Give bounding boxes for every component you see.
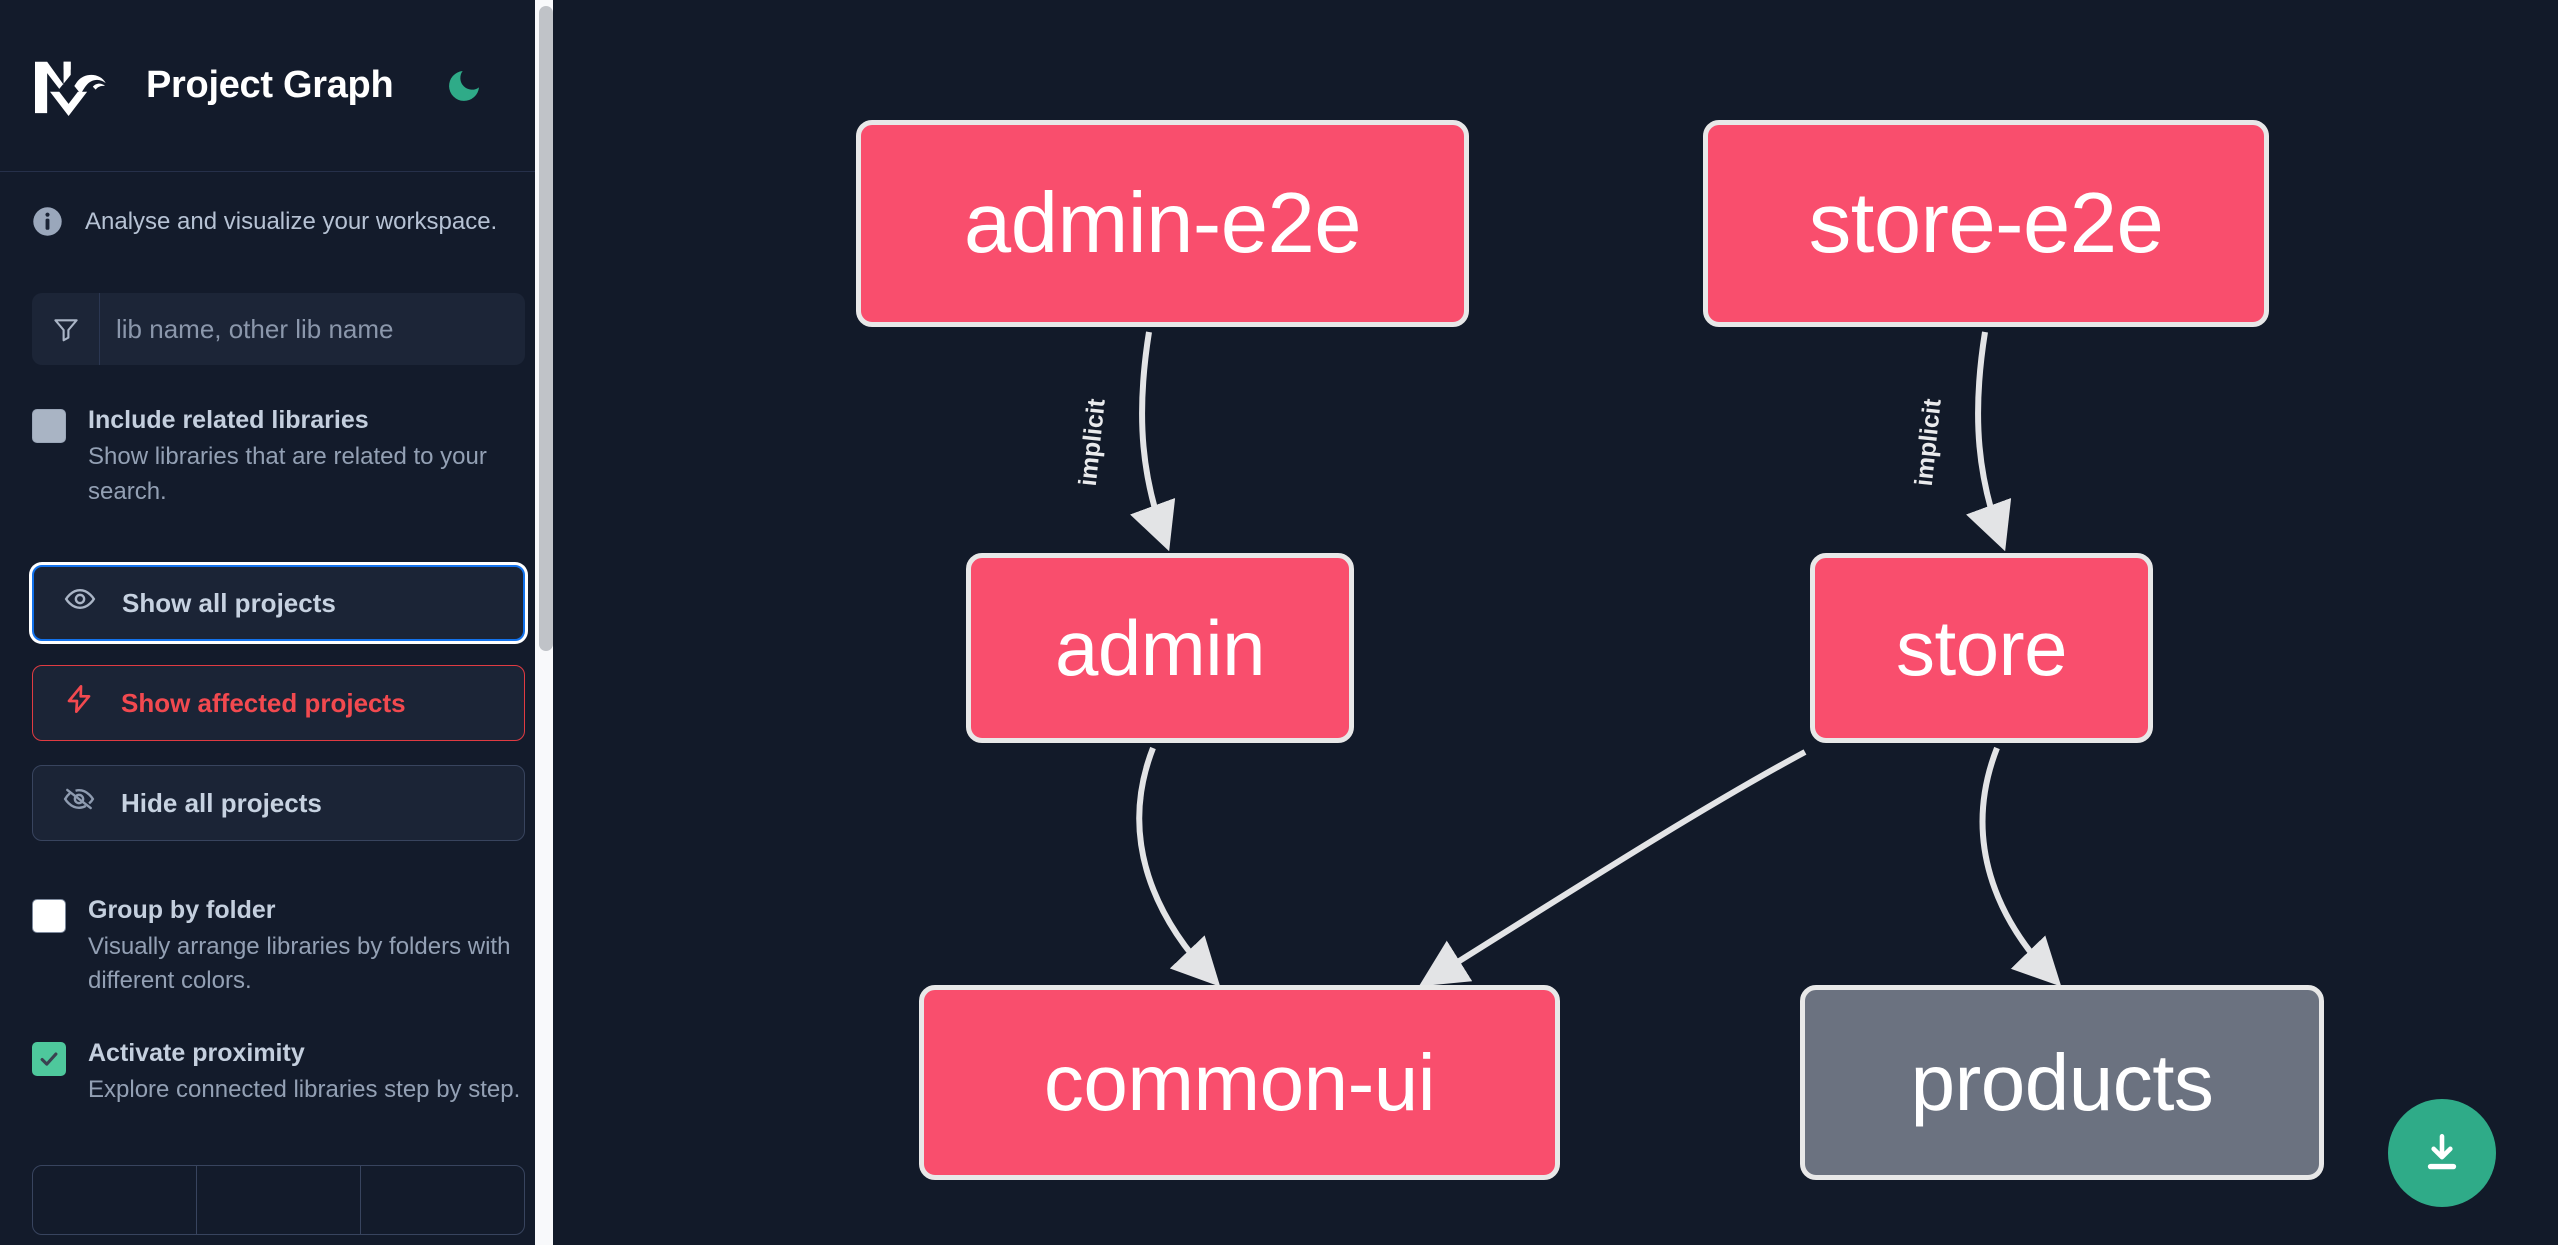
graph-node-products[interactable]: products [1800,985,2324,1180]
checkbox-group-by-folder[interactable]: Group by folder Visually arrange librari… [0,895,557,998]
graph-node-products-label: products [1910,1037,2214,1127]
moon-icon[interactable] [443,65,485,107]
graph-node-store-e2e[interactable]: store-e2e [1703,120,2269,327]
tagline-text: Analyse and visualize your workspace. [85,208,498,235]
graph-edges [1130,331,2062,987]
graph-node-store-label: store [1896,604,2067,692]
download-button[interactable] [2388,1099,2496,1207]
include-related-libraries-description: Show libraries that are related to your … [88,443,487,505]
activate-proximity-checkbox[interactable] [32,1042,66,1076]
graph-node-admin-e2e[interactable]: admin-e2e [856,120,1469,327]
show-affected-projects-button[interactable]: Show affected projects [32,664,525,741]
edge-store-e2e-to-store [1966,331,2012,552]
eye-icon [64,583,96,622]
activate-proximity-label: Activate proximity [88,1039,305,1067]
info-circle-icon [32,206,63,237]
download-icon [2427,1134,2457,1170]
sidebar-content: Project Graph Analyse and visualize your… [0,0,557,1236]
nx-logo-icon [32,56,118,116]
hide-all-projects-label: Hide all projects [121,787,322,818]
graph-node-common-ui-label: common-ui [1043,1037,1436,1127]
graph-node-admin-label: admin [1055,604,1265,692]
search-input[interactable] [100,293,525,366]
activate-proximity-description: Explore connected libraries step by step… [88,1076,521,1104]
segment-2[interactable] [197,1166,361,1235]
page-title: Project Graph [146,64,394,106]
sidebar: Project Graph Analyse and visualize your… [0,0,557,1245]
show-affected-projects-label: Show affected projects [121,687,406,718]
eye-off-icon [63,783,95,822]
graph-node-admin-e2e-label: admin-e2e [963,176,1362,271]
include-related-libraries-label: Include related libraries [88,406,369,435]
show-all-projects-label: Show all projects [122,587,336,618]
segment-3[interactable] [361,1166,524,1234]
sidebar-edge-divider [553,0,557,1245]
proximity-step-segmented-control[interactable] [32,1165,525,1236]
checkbox-include-related-libraries[interactable]: Include related libraries Show libraries… [0,405,557,508]
graph-node-admin[interactable]: admin [966,553,1354,743]
sidebar-scrollbar[interactable] [535,0,557,1245]
group-by-folder-checkbox[interactable] [32,898,66,933]
lightning-bolt-icon [63,683,95,722]
workspace-tagline: Analyse and visualize your workspace. [0,172,557,237]
checkbox-activate-proximity[interactable]: Activate proximity Explore connected lib… [0,1038,557,1107]
filter-funnel-icon [32,293,100,366]
edge-admin-e2e-to-admin [1130,331,1176,552]
search-filter-bar[interactable] [32,293,525,366]
sidebar-header: Project Graph [0,0,557,172]
graph-node-store[interactable]: store [1810,553,2153,743]
project-graph-canvas[interactable]: admin-e2e store-e2e admin store common-u… [557,0,2558,1245]
edge-admin-to-common-ui [1136,746,1221,987]
group-by-folder-label: Group by folder [88,895,276,924]
visibility-button-group: Show all projects Show affected projects [32,564,525,841]
edge-store-to-products [1979,746,2062,987]
edge-store-to-common-ui [1418,749,1807,987]
show-all-projects-button[interactable]: Show all projects [32,564,525,641]
sidebar-scrollbar-thumb[interactable] [539,6,553,651]
segment-1[interactable] [33,1166,197,1235]
graph-node-common-ui[interactable]: common-ui [919,985,1560,1180]
hide-all-projects-button[interactable]: Hide all projects [32,764,525,841]
group-by-folder-description: Visually arrange libraries by folders wi… [88,932,511,994]
graph-node-store-e2e-label: store-e2e [1808,176,2164,271]
include-related-libraries-checkbox[interactable] [32,409,66,444]
